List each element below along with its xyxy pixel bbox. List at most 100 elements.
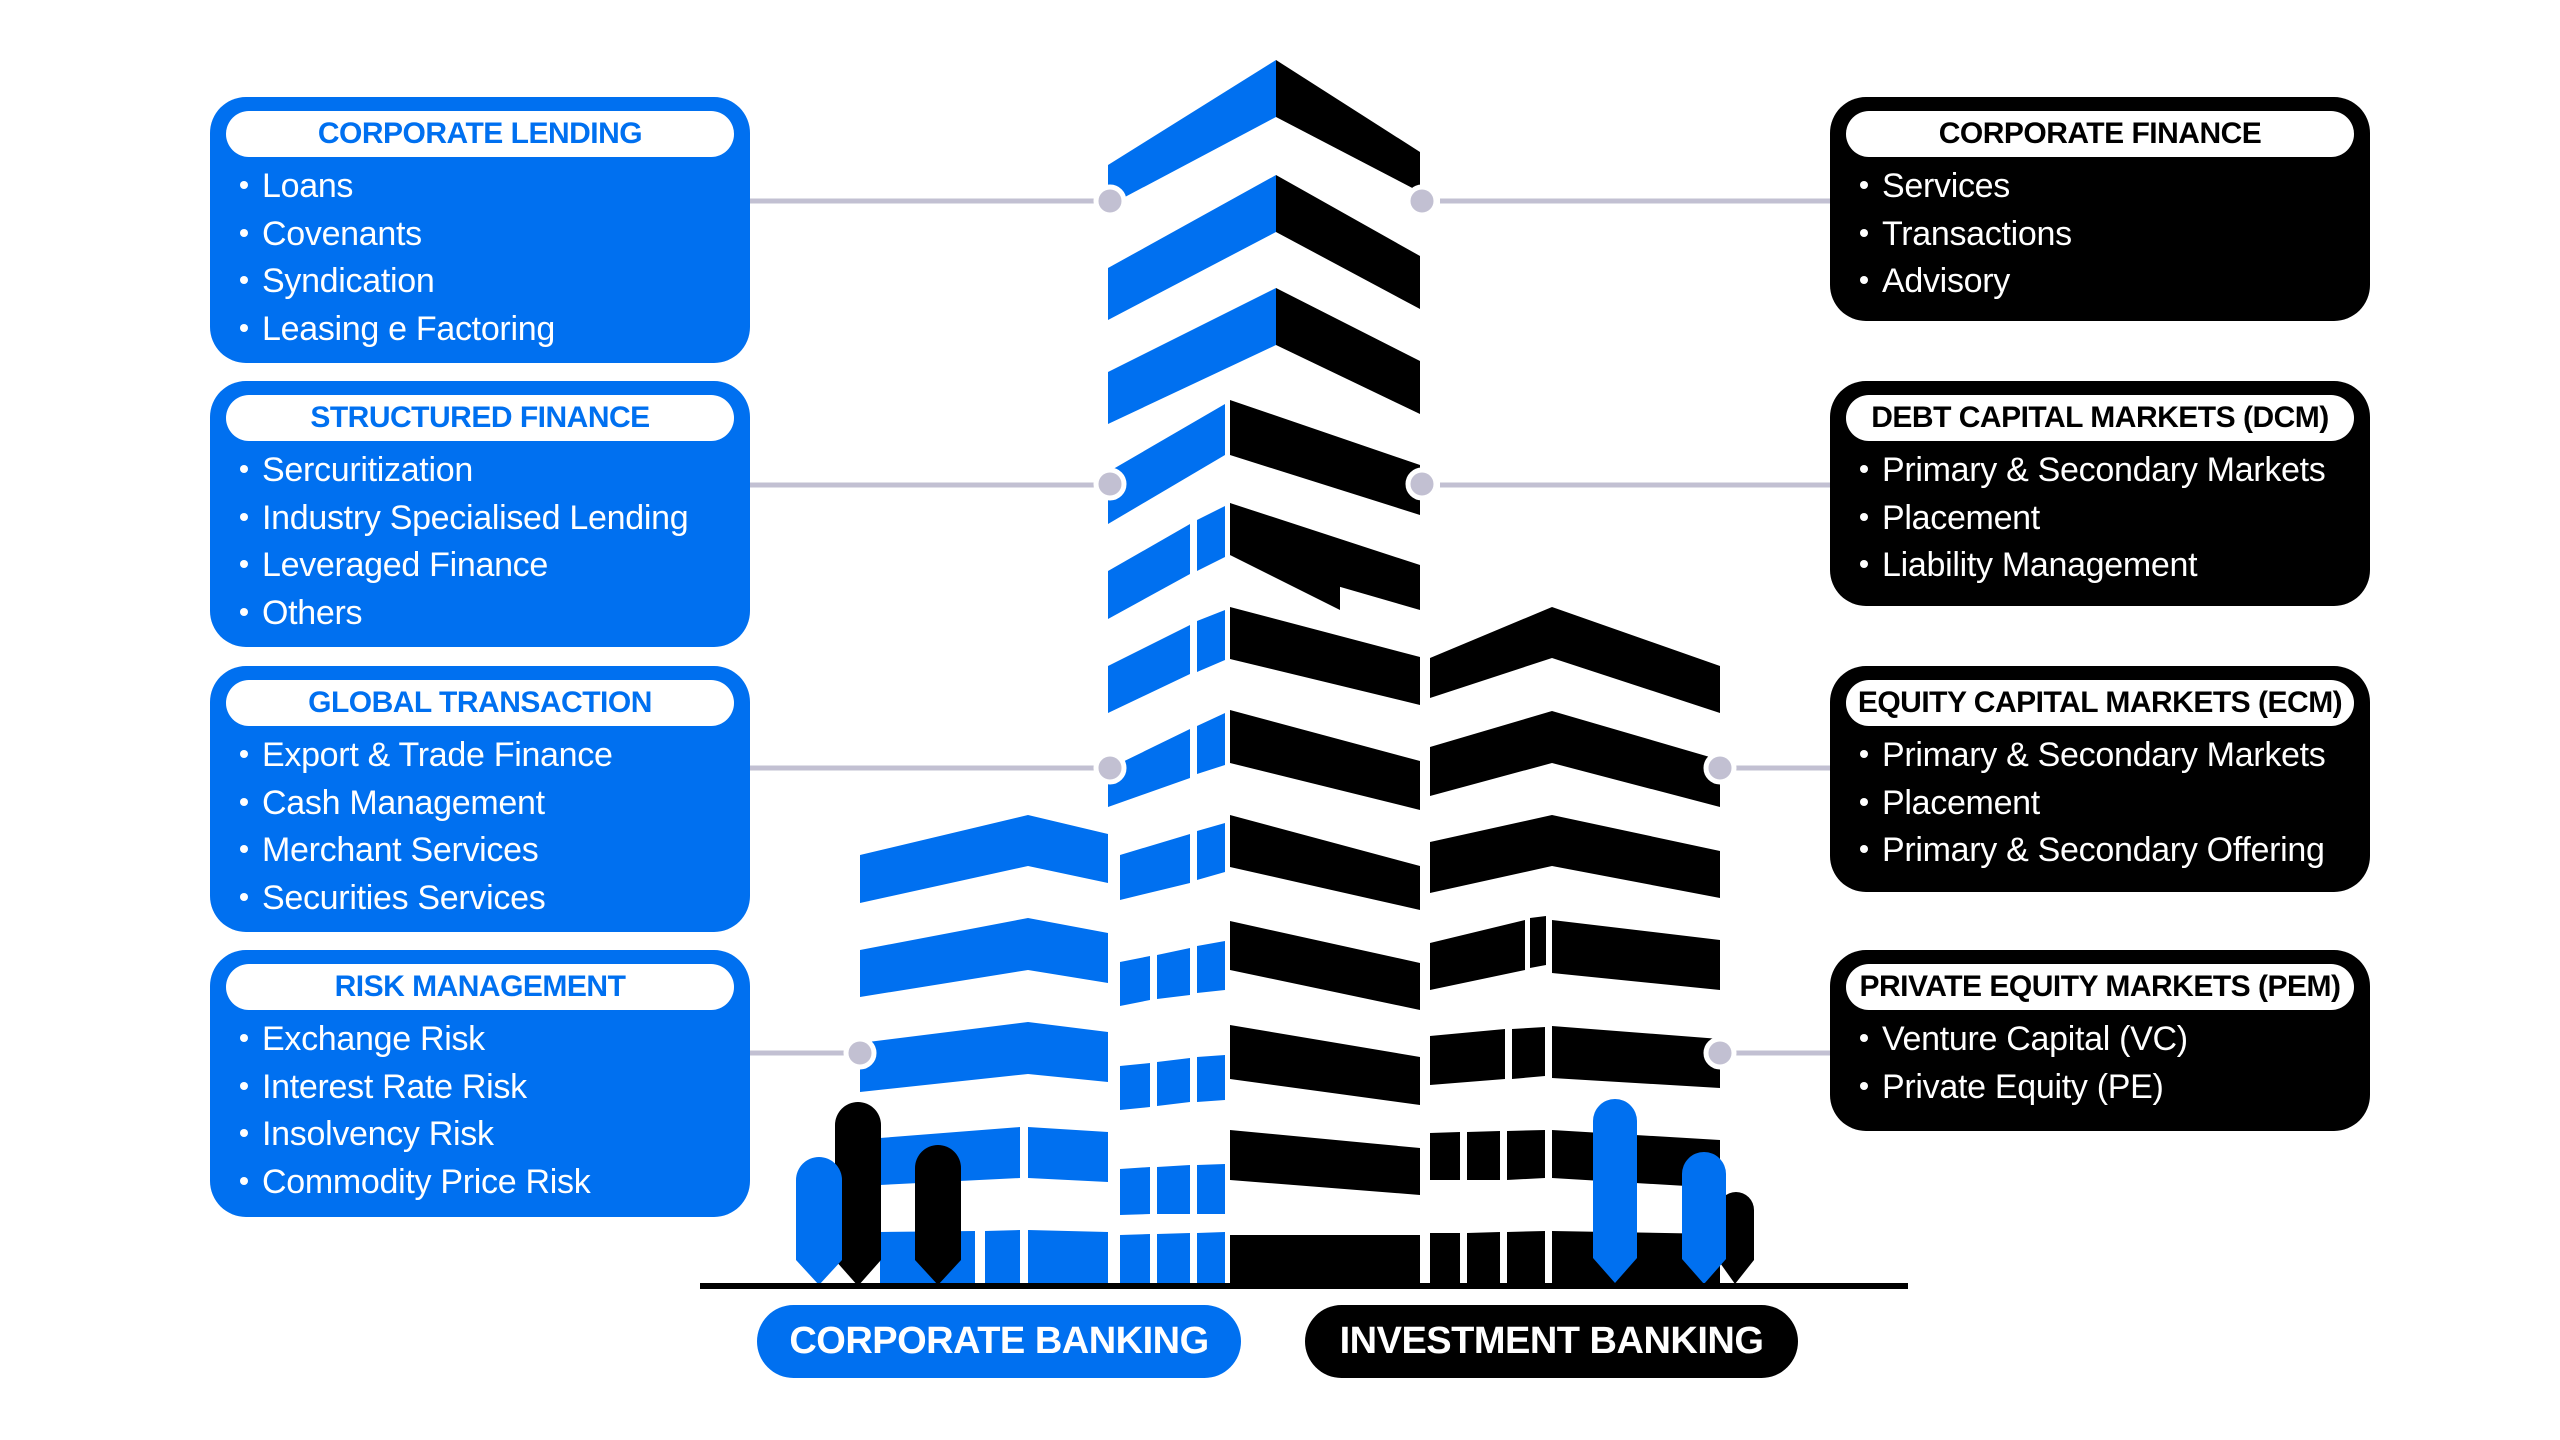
tower-band-black [1230, 400, 1420, 515]
equity-capital-markets-card: EQUITY CAPITAL MARKETS (ECM) Primary & S… [1830, 666, 2370, 892]
connector-dot [1703, 1036, 1737, 1070]
bullet-icon [240, 1081, 248, 1090]
list-item: Covenants [240, 211, 734, 259]
bullet-icon [1860, 750, 1868, 759]
tree-icon [835, 1102, 881, 1286]
card-title: STRUCTURED FINANCE [226, 395, 734, 441]
rb-band [1430, 1029, 1505, 1085]
list-item: Interest Rate Risk [240, 1064, 734, 1112]
rb-band [1530, 916, 1546, 968]
rb-band [1467, 1232, 1500, 1283]
card-list: Sercuritization Industry Specialised Len… [226, 447, 734, 637]
bullet-icon [240, 750, 248, 759]
wing-band [985, 1230, 1020, 1283]
tree-icon [1593, 1099, 1637, 1283]
bullet-icon [1860, 1034, 1868, 1043]
rb-band [1430, 607, 1552, 698]
tower-band-black [1276, 175, 1420, 309]
list-item: Export & Trade Finance [240, 732, 734, 780]
list-item: Placement [1860, 780, 2354, 828]
rb-band [1467, 1131, 1500, 1180]
rb-band [1507, 1231, 1545, 1283]
bullet-icon [1860, 1081, 1868, 1090]
rb-band [1430, 1233, 1460, 1283]
bullet-icon [1860, 560, 1868, 569]
list-item: Loans [240, 163, 734, 211]
list-item: Private Equity (PE) [1860, 1064, 2354, 1112]
rb-band [1430, 920, 1525, 990]
list-item: Primary & Secondary Markets [1860, 447, 2354, 495]
card-list: Exchange Risk Interest Rate Risk Insolve… [226, 1016, 734, 1206]
bullet-icon [240, 560, 248, 569]
list-item: Leveraged Finance [240, 542, 734, 590]
list-item: Insolvency Risk [240, 1111, 734, 1159]
bullet-icon [240, 892, 248, 901]
card-title: EQUITY CAPITAL MARKETS (ECM) [1846, 680, 2354, 726]
list-item: Cash Management [240, 780, 734, 828]
rb-band [1512, 1027, 1545, 1079]
card-title: GLOBAL TRANSACTION [226, 680, 734, 726]
card-title: RISK MANAGEMENT [226, 964, 734, 1010]
connector-dot [843, 1036, 877, 1070]
list-item: Liability Management [1860, 542, 2354, 590]
bullet-icon [240, 845, 248, 854]
wing-band [1028, 1230, 1108, 1283]
tower-band-blue [1108, 60, 1276, 206]
list-item: Industry Specialised Lending [240, 495, 734, 543]
tower-band-blue [1108, 175, 1276, 320]
ground-line [700, 1283, 1908, 1289]
global-transaction-card: GLOBAL TRANSACTION Export & Trade Financ… [210, 666, 750, 932]
tower-band-black [1230, 503, 1420, 610]
bullet-icon [240, 607, 248, 616]
tower-floor [1108, 607, 1420, 713]
card-list: Loans Covenants Syndication Leasing e Fa… [226, 163, 734, 353]
wing-band [1028, 1127, 1108, 1182]
connector-dot [1093, 184, 1127, 218]
list-item: Venture Capital (VC) [1860, 1016, 2354, 1064]
connector-dot [1093, 751, 1127, 785]
list-item: Securities Services [240, 875, 734, 923]
bullet-icon [240, 1034, 248, 1043]
list-item: Primary & Secondary Markets [1860, 732, 2354, 780]
connector-dot [1405, 467, 1439, 501]
bullet-icon [1860, 465, 1868, 474]
tower-band-blue [1108, 288, 1276, 424]
bullet-icon [240, 228, 248, 237]
card-title: CORPORATE FINANCE [1846, 111, 2354, 157]
rb-band [1552, 815, 1720, 898]
debt-capital-markets-card: DEBT CAPITAL MARKETS (DCM) Primary & Sec… [1830, 381, 2370, 606]
connectors [748, 198, 1832, 1056]
connector-dot [1405, 184, 1439, 218]
corporate-finance-card: CORPORATE FINANCE Services Transactions … [1830, 97, 2370, 321]
bullet-icon [1860, 797, 1868, 806]
bullet-icon [240, 1129, 248, 1138]
bullet-icon [1860, 512, 1868, 521]
bullet-icon [240, 181, 248, 190]
main-tower [1108, 60, 1420, 1283]
tower-floor [1120, 815, 1420, 910]
bullet-icon [240, 323, 248, 332]
rb-band [1430, 711, 1552, 796]
rb-band [1430, 815, 1552, 893]
card-list: Services Transactions Advisory [1846, 163, 2354, 306]
bullet-icon [240, 797, 248, 806]
rb-band [1552, 1026, 1720, 1088]
bullet-icon [240, 512, 248, 521]
wing-band [860, 815, 1108, 903]
list-item: Leasing e Factoring [240, 306, 734, 354]
card-title: CORPORATE LENDING [226, 111, 734, 157]
list-item: Placement [1860, 495, 2354, 543]
trees [796, 1099, 1754, 1286]
tree-icon [796, 1157, 842, 1285]
card-title: PRIVATE EQUITY MARKETS (PEM) [1846, 964, 2354, 1010]
right-building [1430, 607, 1720, 1283]
list-item: Others [240, 590, 734, 638]
tree-icon [915, 1145, 961, 1285]
rb-band [1552, 920, 1720, 990]
rb-band [1507, 1130, 1545, 1180]
list-item: Commodity Price Risk [240, 1159, 734, 1207]
tower-floor [1120, 921, 1420, 1010]
connector-dots [843, 184, 1737, 1070]
tower-floor [1120, 1232, 1420, 1283]
